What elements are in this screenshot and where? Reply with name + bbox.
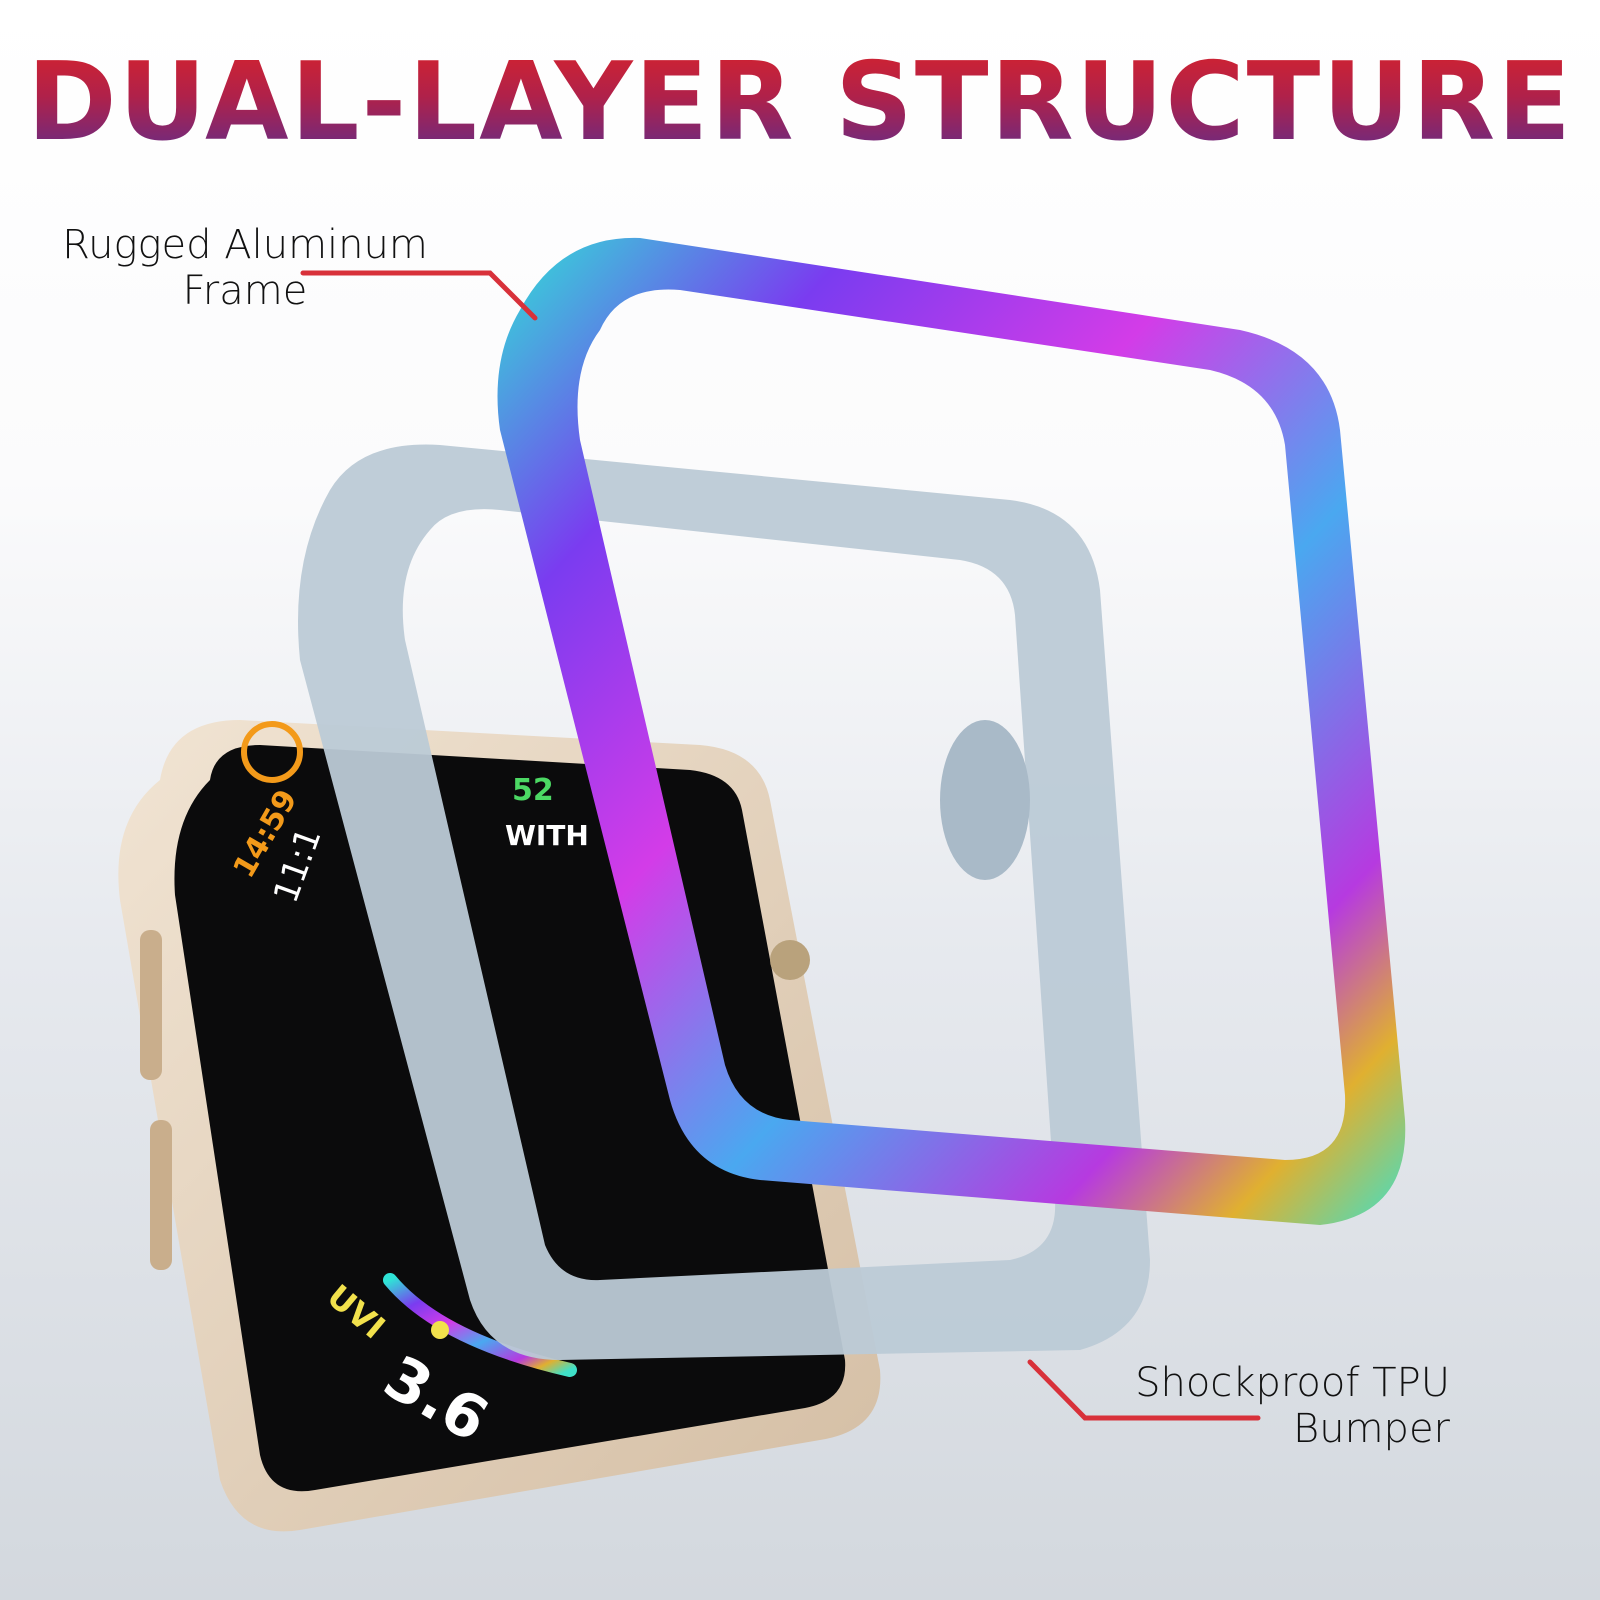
aluminum-frame [497, 237, 1406, 1225]
side-button [150, 1120, 172, 1270]
activity-icon [241, 721, 303, 783]
tpu-bumper [298, 444, 1150, 1361]
callout-line1: Shockproof TPU [1135, 1360, 1450, 1406]
callout-line-frame [300, 270, 538, 321]
crown-cutout [940, 720, 1030, 880]
screen-label-top: WITH [505, 819, 589, 852]
callout-line-bumper [1027, 1359, 1261, 1421]
side-button [140, 930, 162, 1080]
screen-value-top: 52 [512, 773, 554, 808]
digital-crown [770, 940, 810, 980]
uvi-gauge [383, 1273, 577, 1377]
callout-line2: Bumper [1293, 1406, 1450, 1452]
callout-line1: Rugged Aluminum [62, 222, 428, 268]
callout-line2: Frame [182, 268, 308, 314]
uvi-gauge-marker [431, 1321, 449, 1339]
page-title: DUAL-LAYER STRUCTURE [0, 40, 1600, 165]
callout-tpu-bumper: Shockproof TPU Bumper [1100, 1360, 1450, 1452]
callout-aluminum-frame: Rugged Aluminum Frame [40, 222, 450, 314]
